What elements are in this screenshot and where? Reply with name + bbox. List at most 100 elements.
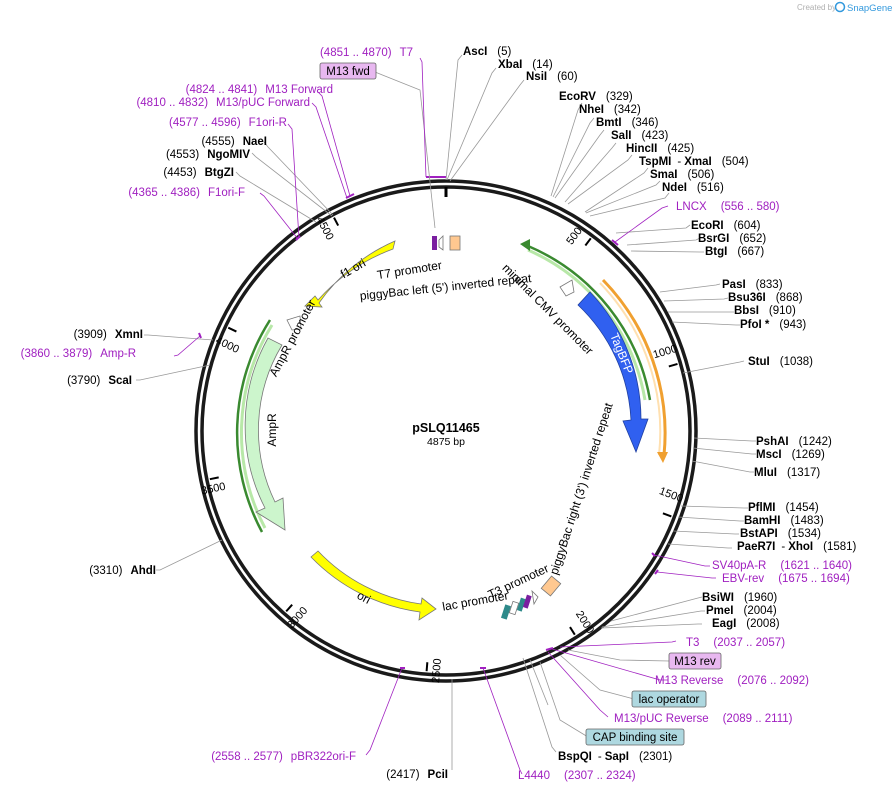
primer-range: (2076 .. 2092) bbox=[737, 675, 809, 687]
enzyme-site[interactable]: EcoRI(604) bbox=[691, 220, 761, 232]
cmv-small-arrow[interactable] bbox=[559, 279, 575, 297]
primer-name: M13/pUC Forward bbox=[216, 97, 310, 109]
enzyme-site[interactable]: BbsI(910) bbox=[734, 305, 796, 317]
enzyme-site[interactable]: PflMI(1454) bbox=[748, 502, 819, 514]
enzyme-site[interactable]: (4555)NaeI bbox=[201, 136, 267, 148]
enzyme-site[interactable]: SalI(423) bbox=[611, 130, 668, 142]
enzyme-position: (3310) bbox=[89, 565, 122, 577]
enzyme-site[interactable]: BsrGI(652) bbox=[698, 233, 766, 245]
t7-promoter-label: T7 promoter bbox=[376, 258, 443, 282]
enzyme-site[interactable]: (3909)XmnI bbox=[74, 329, 143, 341]
enzyme-site[interactable]: XbaI(14) bbox=[498, 59, 553, 71]
enzyme-name: PflMI bbox=[748, 502, 775, 514]
enzyme-name: TspMI bbox=[639, 156, 671, 168]
enzyme-site[interactable]: Bsu36I(868) bbox=[728, 292, 803, 304]
lac-operator-box[interactable] bbox=[631, 690, 707, 708]
enzyme-site[interactable]: BstAPI(1534) bbox=[740, 528, 821, 540]
cap-binding-mark[interactable] bbox=[516, 597, 526, 612]
primer-site[interactable]: (4851 .. 4870)T7 bbox=[320, 47, 413, 59]
enzyme-name: BsiWI bbox=[702, 592, 734, 604]
primer-site[interactable]: M13/pUC Reverse(2089 .. 2111) bbox=[614, 713, 793, 725]
enzyme-site[interactable]: NheI(342) bbox=[579, 104, 641, 116]
t7-promoter-mark[interactable] bbox=[432, 236, 437, 250]
enzyme-site[interactable]: SmaI(506) bbox=[650, 169, 715, 181]
enzyme-name: PasI bbox=[722, 279, 746, 291]
enzyme-site[interactable]: NsiI(60) bbox=[526, 71, 578, 83]
m13-reverse-primer-tick bbox=[545, 647, 554, 651]
m13-rev-box[interactable] bbox=[668, 652, 722, 670]
enzyme-site[interactable]: (3310)AhdI bbox=[89, 565, 156, 577]
enzyme-position: (423) bbox=[641, 130, 668, 142]
primer-site[interactable]: EBV-rev(1675 .. 1694) bbox=[722, 573, 850, 585]
enzyme-site[interactable]: PasI(833) bbox=[722, 279, 783, 291]
enzyme-site[interactable]: PmeI(2004) bbox=[706, 605, 777, 617]
primer-site[interactable]: LNCX(556 .. 580) bbox=[676, 201, 780, 213]
primer-site[interactable]: M13 Reverse(2076 .. 2092) bbox=[655, 675, 809, 687]
enzyme-name: BbsI bbox=[734, 305, 759, 317]
primer-range: (1675 .. 1694) bbox=[778, 573, 850, 585]
enzyme-site[interactable]: PaeR7I-XhoI(1581) bbox=[737, 541, 857, 553]
enzyme-name: BmtI bbox=[596, 117, 622, 129]
enzyme-site[interactable]: BamHI(1483) bbox=[744, 515, 824, 527]
lac-promoter-arrow[interactable] bbox=[508, 600, 520, 616]
t7-promoter-arrow[interactable] bbox=[438, 235, 444, 251]
t3-promoter-arrow[interactable] bbox=[531, 589, 539, 606]
enzyme-site[interactable]: MscI(1269) bbox=[756, 449, 825, 461]
enzyme-position: (3909) bbox=[74, 329, 107, 341]
ampr-arrow[interactable] bbox=[244, 337, 286, 531]
enzyme-name: NdeI bbox=[662, 182, 687, 194]
primer-site[interactable]: (4824 .. 4841)M13 Forward bbox=[186, 84, 333, 96]
primer-site[interactable]: (4365 .. 4386)F1ori-F bbox=[128, 187, 245, 199]
enzyme-site[interactable]: BmtI(346) bbox=[596, 117, 659, 129]
enzyme-site[interactable]: (2417)PciI bbox=[386, 769, 448, 781]
piggybac-left-box[interactable] bbox=[449, 235, 461, 251]
primer-site[interactable]: (4577 .. 4596)F1ori-R bbox=[169, 117, 287, 129]
enzyme-site[interactable]: TspMI-XmaI(504) bbox=[639, 156, 749, 168]
enzyme-site[interactable]: StuI(1038) bbox=[748, 356, 813, 368]
lac-operator-mark[interactable] bbox=[500, 604, 512, 620]
m13-fwd-box[interactable] bbox=[319, 62, 377, 80]
primer-site[interactable]: SV40pA-R(1621 .. 1640) bbox=[712, 560, 852, 572]
primer-site[interactable]: L4440(2307 .. 2324) bbox=[518, 770, 636, 782]
t3-promoter-mark[interactable] bbox=[522, 594, 532, 609]
cap-binding-site-box[interactable] bbox=[585, 728, 685, 746]
primer-site[interactable]: (2558 .. 2577)pBR322ori-F bbox=[211, 751, 356, 763]
enzyme-position: (667) bbox=[737, 246, 764, 258]
enzyme-site[interactable]: (4453)BtgZI bbox=[163, 167, 234, 179]
enzyme-site[interactable]: BsiWI(1960) bbox=[702, 592, 777, 604]
f1-ori-arrow[interactable] bbox=[304, 240, 396, 308]
piggybac-right-box[interactable] bbox=[540, 575, 562, 597]
ampr-promoter-arrow[interactable] bbox=[286, 315, 302, 331]
enzyme-site[interactable]: (3790)ScaI bbox=[67, 375, 132, 387]
enzyme-site[interactable]: BtgI(667) bbox=[705, 246, 764, 258]
primer-name: F1ori-R bbox=[249, 117, 287, 129]
enzyme-site[interactable]: (4553)NgoMIV bbox=[166, 149, 250, 161]
tick-2500 bbox=[425, 662, 429, 672]
enzyme-site[interactable]: HincII(425) bbox=[626, 143, 694, 155]
enzyme-site[interactable]: PfoI *(943) bbox=[740, 319, 806, 331]
ori-label: ori bbox=[355, 588, 373, 607]
enzyme-site[interactable]: EagI(2008) bbox=[712, 618, 780, 630]
piggybac-orange-inner-arc bbox=[599, 282, 662, 456]
ori-arrow[interactable] bbox=[310, 550, 437, 621]
tagbfp-arrow[interactable] bbox=[577, 291, 649, 454]
enzyme-position: (506) bbox=[688, 169, 715, 181]
primer-site[interactable]: (4810 .. 4832)M13/pUC Forward bbox=[136, 97, 310, 109]
orange-arrowhead bbox=[657, 452, 668, 463]
primer-site[interactable]: T3(2037 .. 2057) bbox=[686, 637, 785, 649]
created-by-text: Created by bbox=[797, 3, 836, 12]
enzyme-site[interactable]: AscI(5) bbox=[463, 46, 512, 58]
enzyme-name: NaeI bbox=[243, 136, 267, 148]
enzyme-name-2: SapI bbox=[605, 751, 629, 763]
enzyme-site[interactable]: PshAI(1242) bbox=[756, 436, 832, 448]
enzyme-site[interactable]: MluI(1317) bbox=[754, 467, 820, 479]
primer-site[interactable]: (3860 .. 3879)Amp-R bbox=[21, 348, 136, 360]
enzyme-site[interactable]: EcoRV(329) bbox=[559, 91, 633, 103]
enzyme-name: BspQI bbox=[558, 751, 592, 763]
tick-4000 bbox=[227, 326, 237, 333]
enzyme-site[interactable]: NdeI(516) bbox=[662, 182, 724, 194]
enzyme-name: StuI bbox=[748, 356, 770, 368]
primer-name: L4440 bbox=[518, 770, 550, 782]
cmv-arrowhead bbox=[520, 239, 530, 251]
enzyme-site[interactable]: BspQI-SapI(2301) bbox=[558, 751, 672, 763]
